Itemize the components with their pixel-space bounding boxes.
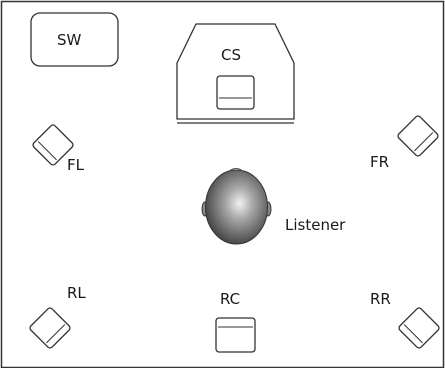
listener-label: Listener xyxy=(285,216,346,234)
rear-right-label: RR xyxy=(370,290,391,308)
center-speaker xyxy=(216,75,255,110)
rear-left-label: RL xyxy=(67,284,86,302)
front-right-label: FR xyxy=(370,153,389,171)
center-speaker-enclosure: CS xyxy=(176,23,295,124)
listener-head xyxy=(201,168,272,245)
rear-center-label: RC xyxy=(220,290,240,308)
rear-left-speaker xyxy=(29,307,71,349)
rear-right-speaker xyxy=(398,307,440,349)
subwoofer-label: SW xyxy=(57,31,82,49)
front-left-label: FL xyxy=(67,156,85,174)
subwoofer-speaker: SW xyxy=(30,12,119,67)
front-right-speaker xyxy=(397,115,439,157)
center-speaker-label: CS xyxy=(221,46,241,64)
rear-center-speaker xyxy=(215,317,256,353)
front-left-speaker xyxy=(32,124,74,166)
